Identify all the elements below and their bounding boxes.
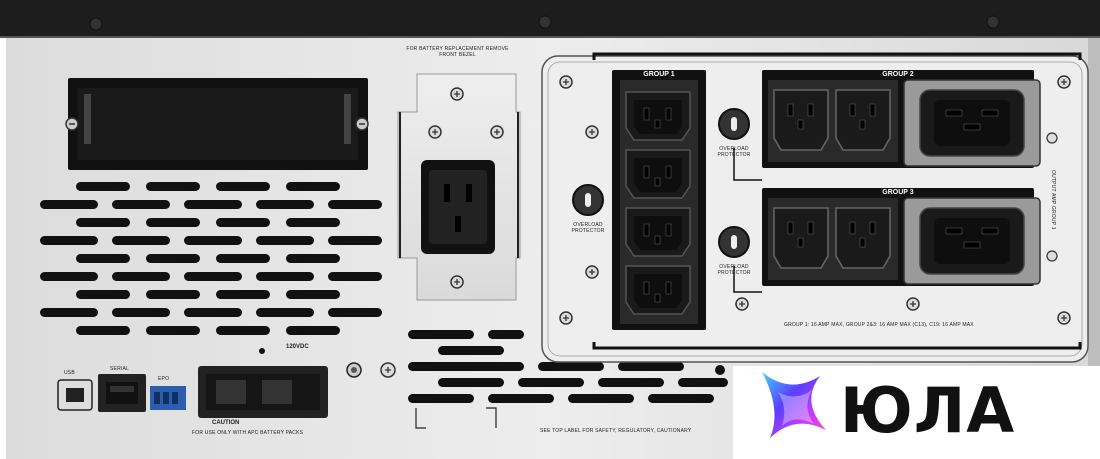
group1-label: GROUP 1: [643, 71, 675, 78]
see-top-label: SEE TOP LABEL FOR SAFETY, REGULATORY, CA…: [540, 428, 692, 434]
battery-replacement-note: FOR BATTERY REPLACEMENT REMOVE FRONT BEZ…: [406, 46, 509, 58]
ground-screws: [346, 362, 725, 378]
epo-label: EPO: [158, 376, 170, 382]
voltage-label: 120VDC: [286, 344, 309, 350]
group2-label: GROUP 2: [882, 71, 914, 78]
output-plate: [541, 52, 1089, 363]
top-screw-row: [89, 15, 1000, 31]
left-vent-grille: [40, 182, 382, 335]
overload-protector-label-1: OVERLOAD PROTECTOR: [571, 222, 605, 234]
serial-label: SERIAL: [110, 366, 129, 372]
ac-input-plate: [397, 73, 521, 301]
brand-logo: ЮЛА: [733, 366, 1100, 459]
side-output-label: OUTPUT AMP GROUP 1: [1050, 170, 1056, 230]
comm-ports: [57, 348, 328, 418]
logo-mark: [733, 366, 1100, 459]
caution-sub-label: FOR USE ONLY WITH APC BATTERY PACKS: [192, 430, 304, 436]
group-rating-label: GROUP 1: 16 AMP MAX, GROUP 2&3: 16 AMP M…: [784, 322, 974, 328]
usb-label: USB: [64, 370, 75, 376]
brand-logo-text: ЮЛА: [840, 374, 1016, 447]
caution-label: CAUTION: [212, 420, 240, 426]
group3-label: GROUP 3: [882, 189, 914, 196]
center-vent-grille: [408, 330, 728, 403]
overload-protector-label-3: OVERLOAD PROTECTOR: [717, 264, 751, 276]
overload-protector-label-2: OVERLOAD PROTECTOR: [717, 146, 751, 158]
smart-slot-cover: [65, 78, 369, 170]
